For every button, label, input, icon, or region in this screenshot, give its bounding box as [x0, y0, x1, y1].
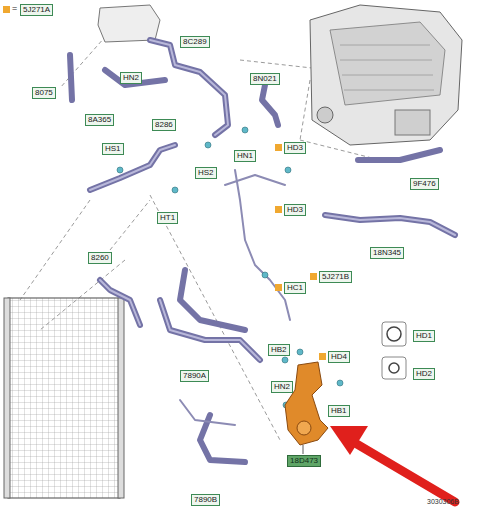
drawing-number: 3030306B: [425, 497, 461, 507]
callout-number: HN1: [234, 150, 256, 162]
callout-number: 8N021: [250, 73, 280, 85]
callout-number: 8075: [32, 87, 56, 99]
callout-number: 8286: [152, 119, 176, 131]
callout-number: HB1: [328, 405, 350, 417]
callout-number: HN2: [120, 72, 142, 84]
engine: [310, 5, 462, 145]
hoses: [70, 40, 455, 462]
legend-swatch: [3, 6, 10, 13]
legend-text: 5J271A: [20, 4, 53, 16]
callout-number: HS2: [195, 167, 217, 179]
callout-number: HT1: [157, 212, 178, 224]
callout-number: HD2: [413, 368, 435, 380]
callout-number: 7890A: [180, 370, 209, 382]
callout-number: 18N345: [370, 247, 404, 259]
callout-number: HB2: [268, 344, 290, 356]
callout-number: 5J271B: [319, 271, 352, 283]
callout-number: HD1: [413, 330, 435, 342]
callout-number: HD4: [328, 351, 350, 363]
equals-sign: =: [12, 3, 17, 13]
radiator: [4, 298, 124, 498]
callout-number: 18D473: [287, 455, 321, 467]
callout-number: HN2: [271, 381, 293, 393]
callout-number: HS1: [102, 143, 124, 155]
thermostat-housing: [285, 362, 328, 454]
callout-number: HD3: [284, 142, 306, 154]
callout-number: 8260: [88, 252, 112, 264]
callout-number: 9F476: [410, 178, 439, 190]
callout-number: HD3: [284, 204, 306, 216]
pointer-arrow: [330, 426, 455, 502]
callout-number: 8A365: [85, 114, 114, 126]
callout-number: HC1: [284, 282, 306, 294]
callout-number: 8C289: [180, 36, 210, 48]
callout-number: 7890B: [191, 494, 220, 506]
